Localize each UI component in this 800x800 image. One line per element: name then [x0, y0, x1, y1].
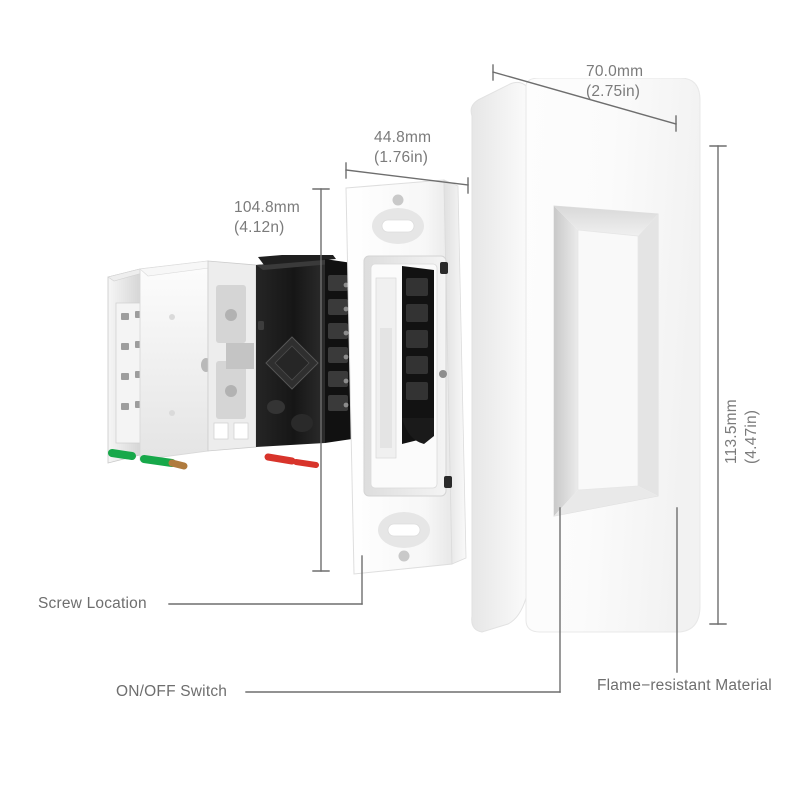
plate-window: [363, 255, 447, 497]
screw-slot-top: [372, 194, 424, 244]
plate-tab-top: [440, 262, 448, 274]
dimension-label-plate-height: 104.8mm (4.12n): [234, 199, 301, 236]
faceplate: [462, 77, 712, 638]
switch-internal-module: [80, 251, 400, 490]
leader-screw-location: [168, 555, 363, 605]
module-black-body: [256, 259, 332, 447]
module-metal-yoke: [107, 268, 149, 464]
module-wires: [108, 449, 319, 470]
mounting-plate: [340, 178, 480, 578]
callout-onoff-switch: ON/OFF Switch: [116, 683, 228, 700]
module-housing: [139, 260, 217, 461]
dimension-label-width: 44.8mm (1.76in): [374, 129, 432, 166]
screw-slot-bottom: [378, 512, 430, 562]
dimension-label-depth: 70.0mm (2.75in): [586, 63, 644, 100]
module-top-cap: [258, 251, 336, 265]
module-chassis: [207, 260, 257, 452]
plate-side-hole: [439, 370, 447, 378]
callout-flame-resistant: Flame−resistant Material: [597, 677, 772, 694]
module-terminal-comb: [325, 259, 352, 443]
plate-tab-bottom: [444, 476, 452, 488]
callout-screw-location: Screw Location: [38, 595, 147, 612]
dimension-line-faceplate-height: [709, 145, 727, 625]
faceplate-rocker-opening: [553, 205, 659, 517]
dimension-label-faceplate-height: 113.5mm (4.47in): [723, 399, 760, 464]
faceplate-side: [470, 81, 527, 633]
